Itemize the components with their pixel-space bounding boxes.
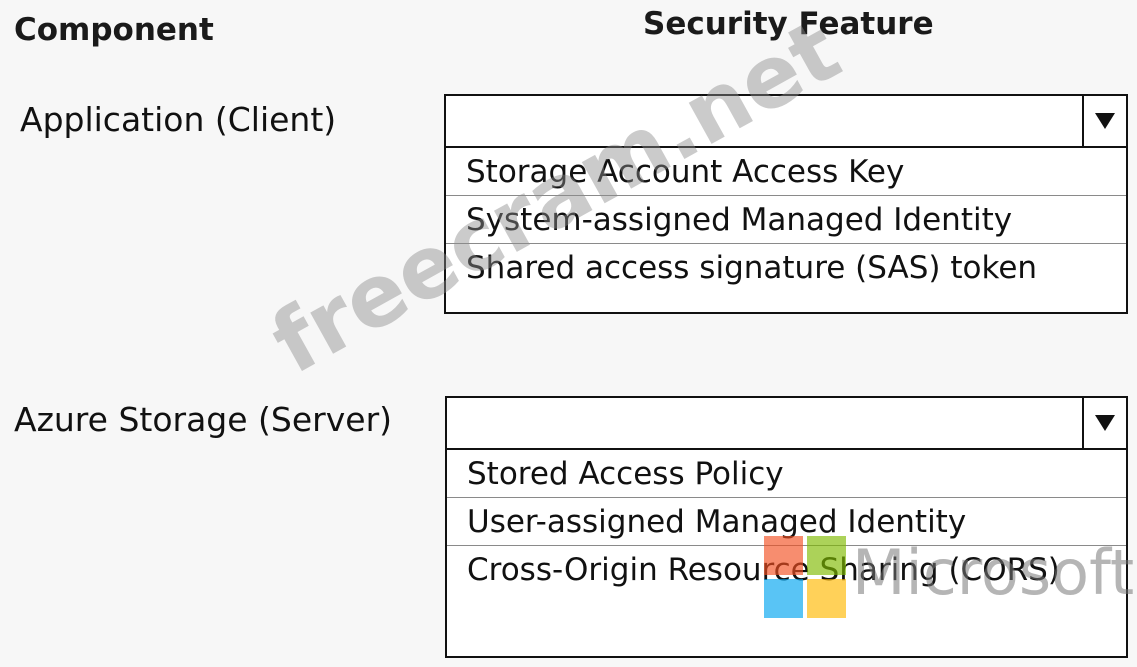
triangle-down-icon [1095,415,1115,431]
azure-storage-server-label: Azure Storage (Server) [14,400,393,439]
dropdown-option-system-assigned-managed-identity[interactable]: System-assigned Managed Identity [446,196,1126,244]
dropdown-selected-value[interactable] [447,398,1126,450]
dropdown-selected-value[interactable] [446,96,1126,148]
application-client-label: Application (Client) [20,100,337,139]
application-client-dropdown[interactable]: Storage Account Access Key System-assign… [444,94,1128,314]
component-heading: Component [14,12,214,48]
security-feature-heading: Security Feature [643,6,934,42]
triangle-down-icon [1095,113,1115,129]
dropdown-option-storage-account-access-key[interactable]: Storage Account Access Key [446,148,1126,196]
azure-storage-server-dropdown[interactable]: Stored Access Policy User-assigned Manag… [445,396,1128,658]
dropdown-option-shared-access-signature[interactable]: Shared access signature (SAS) token [466,250,1038,286]
dropdown-toggle-button[interactable] [1082,96,1126,146]
dropdown-toggle-button[interactable] [1082,398,1126,448]
dropdown-option-cors[interactable]: Cross-Origin Resource Sharing (CORS) [467,552,1060,588]
dropdown-option-stored-access-policy[interactable]: Stored Access Policy [447,450,1126,498]
dropdown-option-user-assigned-managed-identity[interactable]: User-assigned Managed Identity [447,498,1126,546]
